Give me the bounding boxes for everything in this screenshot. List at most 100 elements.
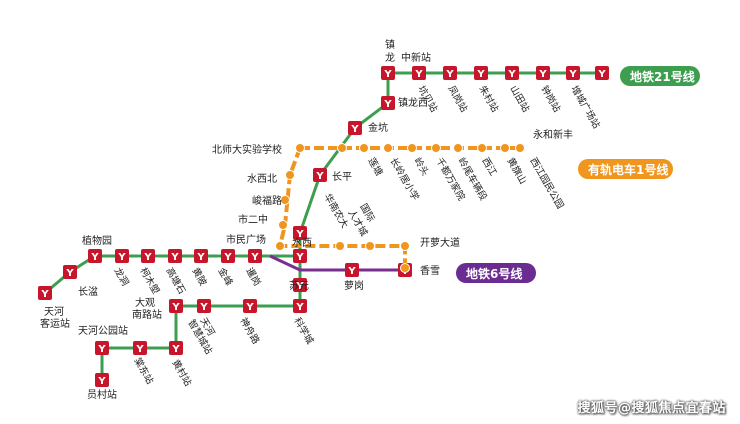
label-jinkeng: 金坑 <box>368 121 388 134</box>
svg-text:Y: Y <box>171 344 180 355</box>
label-shimin: 市民广场 <box>226 233 266 246</box>
svg-text:Y: Y <box>245 302 254 313</box>
station-marker: Y <box>566 66 580 80</box>
station-marker: Y <box>169 299 183 313</box>
label-yuancun: 员村站 <box>87 388 117 401</box>
label-tram-a: 莲塘 <box>365 156 385 179</box>
label-suyuan: 苏元 <box>289 279 309 292</box>
svg-text:Y: Y <box>117 252 126 263</box>
station-marker: Y <box>88 249 102 263</box>
label-tianhekeyun-2: 客运站 <box>40 317 70 330</box>
tram-station-dot <box>365 241 375 251</box>
tram-station-dot <box>477 143 487 153</box>
svg-text:Y: Y <box>223 252 232 263</box>
label-junfu: 峻福路 <box>252 194 282 207</box>
svg-text:地铁21号线: 地铁21号线 <box>630 69 695 84</box>
label-zengcheng: 增城广场站 <box>568 84 602 132</box>
label-tram-c: 岭头 <box>411 156 431 178</box>
station-markers: YYYYYYYYYYYYYYYYYYYYYYYYYYYYYYYYY <box>38 66 609 387</box>
svg-text:有轨电车1号线: 有轨电车1号线 <box>588 162 668 177</box>
tram-station-dot <box>295 143 305 153</box>
station-marker: Y <box>169 341 183 355</box>
station-marker: Y <box>293 278 307 292</box>
tram-station-dot <box>500 143 510 153</box>
station-marker: Y <box>38 286 52 300</box>
label-shuixi: 水西 <box>292 237 312 249</box>
label-tram-g: 黄旗山 <box>504 156 529 187</box>
label-tianhegy: 天河公园站 <box>78 324 128 337</box>
station-marker: Y <box>194 249 208 263</box>
station-marker: Y <box>313 168 327 182</box>
station-marker: Y <box>95 341 109 355</box>
tram-station-dot <box>278 220 288 230</box>
label-longdong: 龙洞 <box>111 266 131 288</box>
station-marker: Y <box>95 373 109 387</box>
svg-text:Y: Y <box>65 268 74 279</box>
station-marker: Y <box>345 263 359 277</box>
label-tianhekeyun-1: 天河 <box>44 306 64 318</box>
legend-badge-tram1: 有轨电车1号线 <box>578 159 673 179</box>
station-marker: Y <box>293 299 307 313</box>
svg-text:Y: Y <box>171 302 180 313</box>
label-tram-h: 西江园民公园 <box>527 156 565 211</box>
label-beishi: 北师大实验学校 <box>212 143 282 156</box>
svg-text:地铁6号线: 地铁6号线 <box>466 266 522 281</box>
station-marker: Y <box>536 66 550 80</box>
tram-station-dot <box>359 143 369 153</box>
tram-station-dots <box>275 143 525 273</box>
tram-station-dot <box>400 241 410 251</box>
label-daguan-2: 南路站 <box>132 308 162 321</box>
legend-badge-line21: 地铁21号线 <box>620 66 700 86</box>
svg-text:Y: Y <box>568 69 577 80</box>
tram-station-dot <box>400 263 410 273</box>
label-zhongxin: 中新站 <box>401 51 431 64</box>
label-zhupu: 朱村站 <box>476 84 501 115</box>
svg-text:Y: Y <box>295 281 304 292</box>
station-marker: Y <box>381 96 395 110</box>
tram-station-dot <box>335 241 345 251</box>
svg-text:Y: Y <box>383 99 392 110</box>
label-huangcun: 黄村站 <box>169 358 194 389</box>
svg-text:Y: Y <box>135 344 144 355</box>
station-marker: Y <box>293 249 307 263</box>
station-marker: Y <box>505 66 519 80</box>
station-marker: Y <box>348 121 362 135</box>
svg-text:Y: Y <box>295 252 304 263</box>
label-xiangxue: 香雪 <box>420 265 440 277</box>
station-marker: Y <box>381 66 395 80</box>
station-marker: Y <box>412 66 426 80</box>
label-tangdong: 棠东站 <box>131 356 156 387</box>
label-zhenlong-2: 龙 <box>385 51 395 64</box>
label-kemuming: 柯木塱 <box>137 266 162 297</box>
station-marker: Y <box>133 341 147 355</box>
svg-text:Y: Y <box>295 229 304 240</box>
svg-text:Y: Y <box>170 252 179 263</box>
legend-badge-line6: 地铁6号线 <box>456 263 536 283</box>
svg-text:Y: Y <box>350 124 359 135</box>
station-marker: Y <box>141 249 155 263</box>
svg-text:Y: Y <box>97 376 106 387</box>
tram-station-dot <box>453 143 463 153</box>
line-21-path-main <box>44 71 602 295</box>
svg-text:Y: Y <box>315 171 324 182</box>
label-changping: 长平 <box>332 171 352 183</box>
tram-station-dot <box>337 143 347 153</box>
label-shantian: 山田站 <box>507 84 532 115</box>
svg-text:Y: Y <box>445 69 454 80</box>
station-marker: Y <box>221 249 235 263</box>
label-zhenlongxi: 镇龙西 <box>398 96 428 109</box>
tram-station-dot <box>280 195 290 205</box>
tram-station-dot <box>431 143 441 153</box>
station-marker: Y <box>474 66 488 80</box>
svg-text:Y: Y <box>347 266 356 277</box>
svg-text:Y: Y <box>40 289 49 300</box>
label-zhenlong-1: 镇 <box>385 38 395 51</box>
label-daguan-1: 大观 <box>135 296 155 309</box>
station-marker: Y <box>293 226 307 240</box>
label-luogang: 萝岗 <box>344 280 364 292</box>
label-yonghe: 永和新丰 <box>533 128 573 141</box>
label-fengang: 凤岗站 <box>445 84 470 115</box>
label-tram-f: 西江 <box>479 156 498 178</box>
svg-text:Y: Y <box>97 344 106 355</box>
